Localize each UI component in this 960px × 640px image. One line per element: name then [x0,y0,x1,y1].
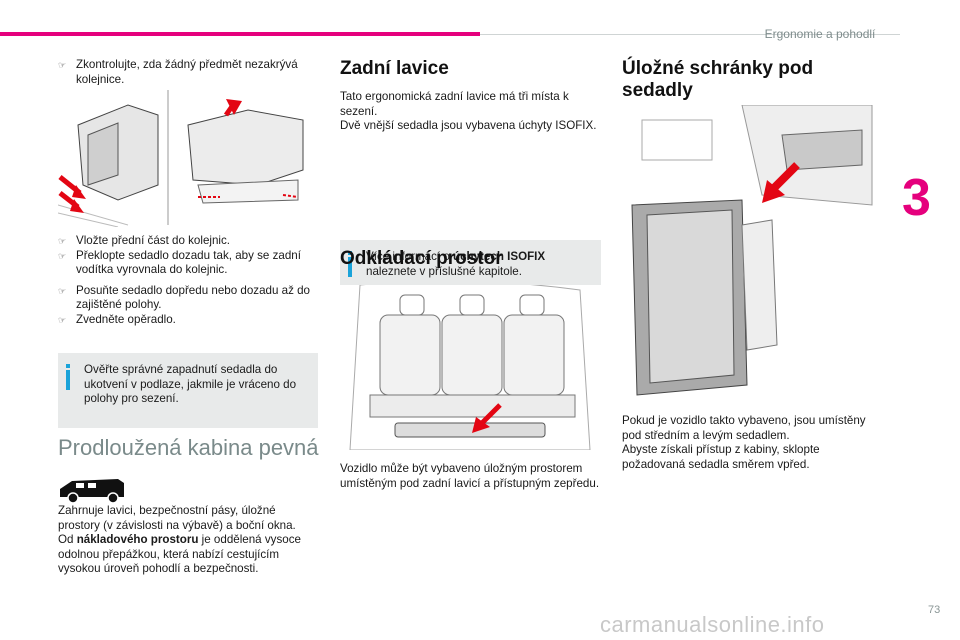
page-number: 73 [928,604,941,616]
column-1-steps: Vložte přední část do kolejnic. Překlopt… [58,234,320,327]
section-heading-extended-cab: Prodloužená kabina pevná [58,435,319,460]
paragraph: Od nákladového prostoru je oddělená vyso… [58,533,320,577]
under-seat-box-illustration [622,105,884,405]
paragraph: Dvě vnější sedadla jsou vybavena úchyty … [340,119,597,132]
link-isofix[interactable]: úchytech ISOFIX [453,250,546,263]
text: Od [58,533,77,546]
section-title: Ergonomie a pohodlí [764,27,876,41]
under-seat-text: Pokud je vozidlo takto vybaveno, jsou um… [622,414,884,472]
van-icon [60,479,124,504]
header-divider [480,34,900,35]
text: je oddělená vysoce odolnou přepážkou, kt… [58,533,301,575]
bullet-item: Posuňte sedadlo dopředu nebo dozadu až d… [58,284,320,313]
paragraph: Pokud je vozidlo takto vybaveno, jsou um… [622,414,866,442]
bullet-item: Zkontrolujte, zda žádný předmět nezakrýv… [58,58,320,87]
chapter-number: 3 [902,169,931,227]
rear-bench-storage-illustration [340,285,602,450]
bullet-item: Překlopte sedadlo dozadu tak, aby se zad… [58,249,320,278]
text: naleznete v příslušné kapitole. [366,264,522,278]
paragraph: Abyste získali přístup z kabiny, sklopte… [622,443,820,471]
bullet-item: Zvedněte opěradlo. [58,313,320,328]
section-heading-storage: Odkládací prostor [340,248,503,269]
section-heading-rear-bench: Zadní lavice [340,58,449,79]
paragraph: Zahrnuje lavici, bezpečnostní pásy, úlož… [58,504,296,532]
seat-rail-illustration [58,85,320,227]
bullet-item: Vložte přední část do kolejnic. [58,234,320,249]
info-box-seat-lock: Ověřte správné zapadnutí sedadla do ukot… [58,353,318,428]
info-icon [66,364,70,390]
header-accent-bar [0,32,480,36]
section-heading-under-seat: Úložné schránky pod sedadly [622,58,814,101]
column-2: Zadní lavice Tato ergonomická zadní lavi… [340,58,602,134]
extended-cab-text: Zahrnuje lavici, bezpečnostní pásy, úlož… [58,504,320,577]
column-1: Zkontrolujte, zda žádný předmět nezakrýv… [58,58,320,87]
text: Více informací o [366,250,453,263]
paragraph: Tato ergonomická zadní lavice má tři mís… [340,90,569,118]
bold-term: nákladového prostoru [76,533,199,546]
info-icon [348,251,352,277]
info-text: Ověřte správné zapadnutí sedadla do ukot… [84,363,297,405]
storage-text: Vozidlo může být vybaveno úložným prosto… [340,462,600,490]
watermark: carmanualsonline.info [600,612,825,637]
